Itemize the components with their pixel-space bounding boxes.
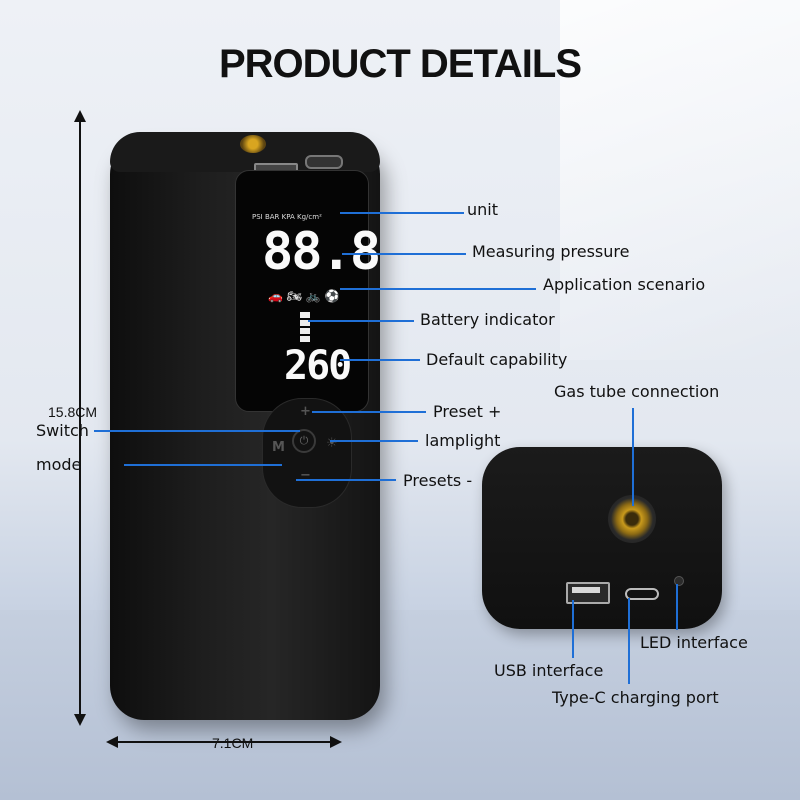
callout-line (628, 598, 630, 684)
preset-minus-button[interactable]: − (300, 468, 311, 483)
height-dimension-line (79, 115, 81, 720)
button-pad (262, 398, 352, 508)
preset-readout: 260 (284, 343, 352, 389)
air-valve-icon (240, 135, 266, 153)
screen-units: PSI BAR KPA Kg/cm² (252, 213, 322, 221)
battery-segment (300, 328, 310, 334)
callout-line (342, 253, 466, 255)
background-highlight (560, 0, 800, 360)
callout-led-interface: LED interface (640, 633, 748, 652)
callout-usb-interface: USB interface (494, 661, 604, 680)
page-title: PRODUCT DETAILS (218, 42, 582, 86)
callout-typec-charging-port: Type-C charging port (552, 688, 719, 707)
led-indicator-icon (674, 576, 684, 586)
height-dimension-label: 15.8CM (48, 404, 98, 420)
callout-gas-tube-connection: Gas tube connection (554, 382, 720, 401)
callout-switch: Switch (36, 421, 89, 440)
typec-port-icon (305, 155, 343, 169)
width-dimension-label: 7.1CM (212, 735, 254, 751)
battery-segment (300, 336, 310, 342)
callout-line (124, 464, 282, 466)
callout-line (296, 479, 396, 481)
scenario-icons: 🚗 🏍 🚲 ⚽ (268, 289, 340, 303)
callout-line (340, 359, 420, 361)
arrow-left-icon (106, 736, 118, 748)
callout-line (94, 430, 300, 432)
callout-line (676, 584, 678, 630)
arrow-down-icon (74, 714, 86, 726)
mode-button[interactable]: M (272, 440, 285, 455)
callout-line (308, 320, 414, 322)
callout-line (632, 408, 634, 506)
callout-lamplight: lamplight (425, 431, 501, 450)
battery-segment (300, 312, 310, 318)
callout-line (330, 440, 418, 442)
callout-line (572, 600, 574, 658)
callout-unit: unit (467, 200, 498, 219)
callout-mode: mode (36, 455, 82, 474)
preset-plus-button[interactable]: + (300, 404, 311, 419)
callout-line (312, 411, 426, 413)
callout-presets-minus: Presets - (403, 471, 473, 490)
callout-battery-indicator: Battery indicator (420, 310, 555, 329)
typec-charging-port-icon (625, 588, 659, 600)
callout-measuring-pressure: Measuring pressure (472, 242, 630, 261)
lcd-screen (235, 170, 369, 412)
width-dimension-line (112, 741, 332, 743)
usb-contact-icon (572, 587, 600, 593)
callout-line (340, 288, 536, 290)
power-switch-button[interactable]: ⏻ (292, 429, 316, 453)
arrow-right-icon (330, 736, 342, 748)
pressure-readout: 88.8 (262, 222, 381, 282)
arrow-up-icon (74, 110, 86, 122)
battery-segment (300, 320, 310, 326)
callout-line (340, 212, 464, 214)
callout-default-capability: Default capability (426, 350, 568, 369)
callout-preset-plus: Preset + (433, 402, 502, 421)
callout-application-scenario: Application scenario (543, 275, 706, 294)
lamplight-button[interactable]: ☀ (326, 436, 338, 451)
